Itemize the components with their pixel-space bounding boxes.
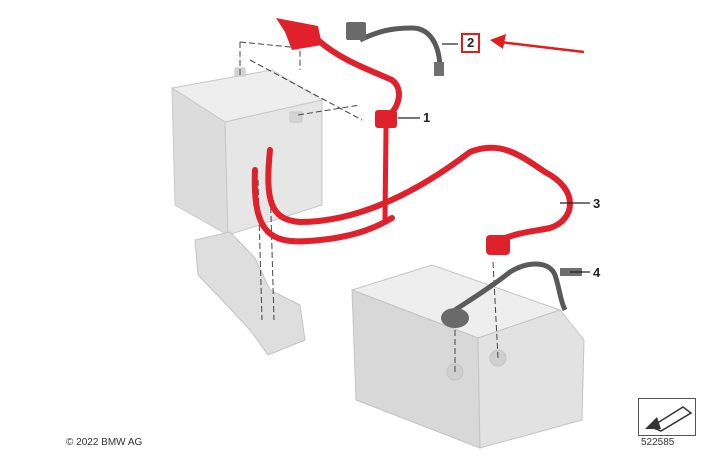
electronics-box: [350, 264, 585, 449]
cable-2: [346, 22, 444, 76]
highlight-arrow: [490, 34, 585, 54]
arrow-down-left-icon: [645, 406, 693, 432]
callout-2-highlighted[interactable]: 2: [461, 33, 481, 53]
copyright-text: © 2022 BMW AG: [66, 437, 143, 448]
cable-3: [251, 144, 573, 245]
callout-1[interactable]: 1: [423, 110, 431, 125]
callout-leaders: [398, 43, 590, 273]
cable-3-terminal-cap: [486, 235, 510, 255]
image-number: 522585: [641, 437, 675, 448]
navigation-button[interactable]: [638, 398, 696, 436]
callout-4[interactable]: 4: [593, 265, 601, 280]
battery: [170, 67, 324, 236]
callout-3[interactable]: 3: [593, 196, 601, 211]
cable-1: [276, 18, 402, 221]
bracket: [194, 231, 306, 356]
